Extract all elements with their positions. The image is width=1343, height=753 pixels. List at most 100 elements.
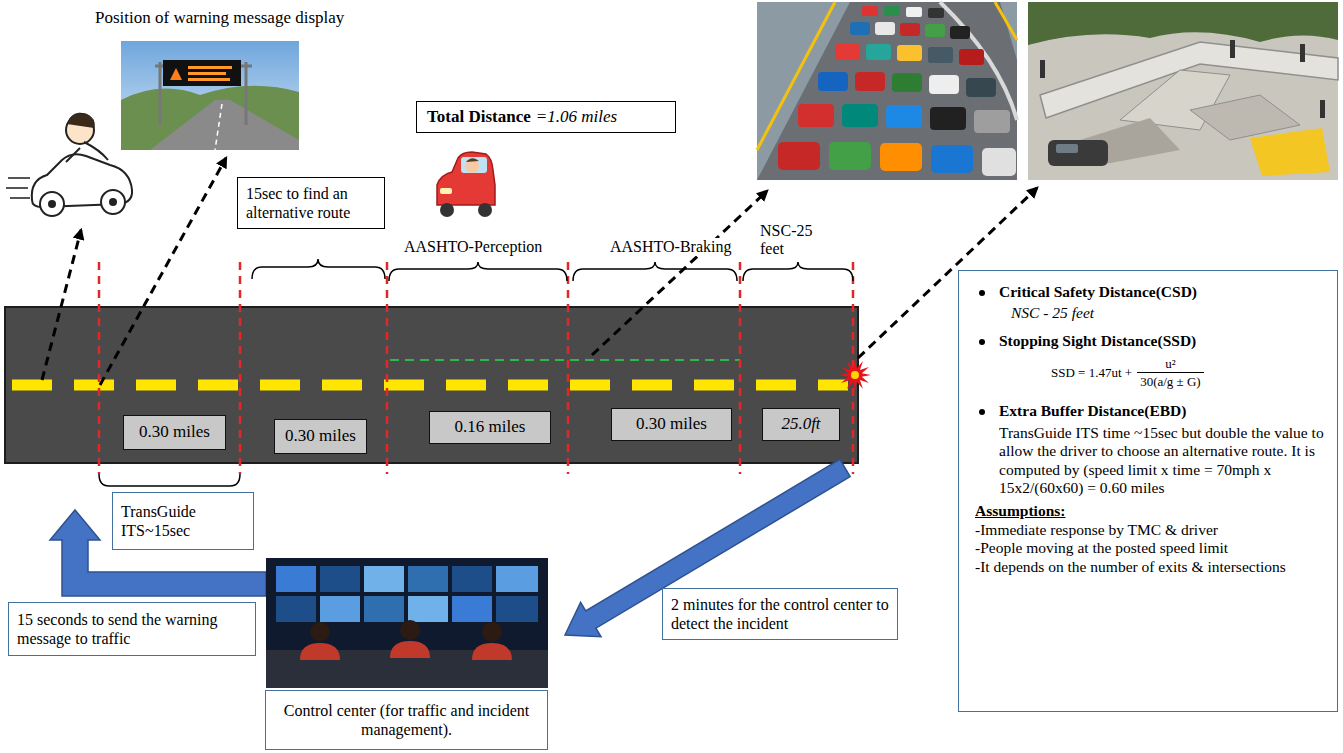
control-center-photo — [408, 596, 448, 622]
box-text: 0.30 miles — [130, 422, 219, 442]
traffic-photo — [850, 22, 870, 35]
box-text: 0.16 miles — [436, 417, 544, 437]
box-text: Total Distance — [427, 107, 531, 127]
note-box: 15sec to find an alternative route — [237, 177, 385, 229]
bracket — [99, 474, 240, 486]
box-text: 15 seconds to send the warning message t… — [17, 610, 247, 648]
segment-divider — [98, 262, 101, 474]
control-center-photo — [266, 558, 548, 688]
traffic-photo — [929, 75, 959, 94]
collapse-photo — [1028, 2, 1338, 180]
traffic-photo — [835, 44, 860, 60]
road — [12, 380, 848, 391]
assumption-item: -Immediate response by TMC & driver — [971, 521, 1327, 540]
bracket — [389, 262, 567, 281]
road — [5, 307, 858, 463]
collapse-photo — [1028, 2, 1338, 45]
control-center-photo — [496, 566, 538, 592]
bracket — [573, 262, 737, 281]
box-text: Control center (for traffic and incident… — [274, 701, 539, 739]
formula-numerator: u² — [1162, 356, 1178, 373]
assumption-item: -It depends on the number of exits & int… — [971, 558, 1327, 577]
bracket — [743, 262, 853, 281]
formula-fraction: u²30(a/g ± G) — [1137, 356, 1204, 390]
traffic-photo — [974, 110, 1010, 133]
traffic-photo — [842, 104, 878, 127]
cartoon-car — [40, 192, 64, 216]
cartoon-car — [67, 113, 94, 128]
zone-label: AASHTO-Perception — [404, 238, 542, 256]
collapse-photo — [1028, 2, 1338, 180]
traffic-photo — [931, 145, 973, 173]
red-car — [440, 203, 454, 217]
box-text: 25.0ft — [769, 414, 833, 434]
total-box: Total Distance=1.06 miles — [416, 101, 676, 133]
zone-label: NSC-25 feet — [760, 222, 818, 259]
segment-box: 0.30 miles — [123, 415, 226, 450]
bullet-dot — [979, 339, 985, 345]
traffic-photo — [886, 105, 922, 128]
control-center-photo — [496, 596, 538, 622]
traffic-photo — [855, 72, 885, 91]
control-center-photo — [364, 596, 404, 622]
traffic-photo — [829, 142, 871, 170]
cartoon-car — [84, 142, 108, 160]
formula-denominator: 30(a/g ± G) — [1137, 372, 1204, 390]
red-car — [440, 188, 452, 194]
road — [390, 359, 740, 361]
traffic-photo — [798, 104, 834, 127]
traffic-photo — [757, 2, 1017, 180]
segment-box: 0.30 miles — [274, 419, 367, 454]
sign-photo — [150, 100, 299, 150]
incident-burst — [839, 359, 871, 391]
collapse-photo — [1300, 44, 1305, 62]
traffic-photo — [880, 143, 922, 171]
segment-box: 0.16 miles — [429, 411, 551, 444]
red-car — [437, 152, 495, 217]
bracket — [99, 259, 853, 486]
control-center-photo — [452, 596, 492, 622]
control-center-photo — [408, 566, 448, 592]
traffic-photo — [757, 2, 1017, 180]
bullet-dot — [979, 290, 985, 296]
traffic-photo — [875, 22, 895, 35]
bullet-heading: Extra Buffer Distance(EBD) — [971, 402, 1327, 421]
segment-divider — [567, 262, 570, 474]
bullet-heading: Critical Safety Distance(CSD) — [971, 283, 1327, 302]
note-box: TransGuide ITS~15sec — [112, 492, 254, 550]
formula: SSD = 1.47ut + u²30(a/g ± G) — [971, 356, 1327, 390]
assumption-item: -People moving at the posted speed limit — [971, 539, 1327, 558]
body-text: TransGuide ITS time ~15sec but double th… — [971, 424, 1327, 498]
incident-burst — [839, 359, 871, 391]
definition-text: NSC - 25 feet — [971, 304, 1327, 323]
traffic-photo — [778, 142, 820, 170]
cartoon-car — [109, 198, 117, 206]
note-box: 2 minutes for the control center to dete… — [662, 588, 898, 640]
sign-photo — [215, 104, 222, 150]
pointer-arrow — [42, 158, 1037, 385]
caption-box: Control center (for traffic and incident… — [265, 690, 548, 750]
traffic-photo — [928, 8, 944, 18]
collapse-photo — [1250, 128, 1330, 176]
cartoon-car — [48, 200, 56, 208]
collapse-photo — [1056, 144, 1078, 153]
traffic-photo — [900, 23, 920, 36]
zone-label: AASHTO-Braking — [610, 238, 731, 256]
traffic-photo — [866, 44, 891, 60]
formula-term: SSD = 1.47ut + — [1051, 365, 1132, 381]
pointer-arrow — [100, 158, 226, 385]
control-center-photo — [266, 558, 548, 688]
red-car — [461, 157, 487, 173]
cartoon-car — [6, 113, 132, 216]
control-center-photo — [276, 566, 316, 592]
sign-photo — [188, 72, 226, 75]
control-center-photo — [320, 596, 360, 622]
control-center-photo — [310, 622, 330, 642]
bullet-heading: Stopping Sight Distance(SSD) — [971, 332, 1327, 351]
control-center-photo — [320, 566, 360, 592]
box-text: 15sec to find an alternative route — [246, 184, 376, 222]
pointer-arrow — [592, 191, 767, 355]
traffic-photo — [928, 47, 953, 63]
sign-photo — [245, 62, 248, 125]
sign-photo — [159, 62, 162, 125]
